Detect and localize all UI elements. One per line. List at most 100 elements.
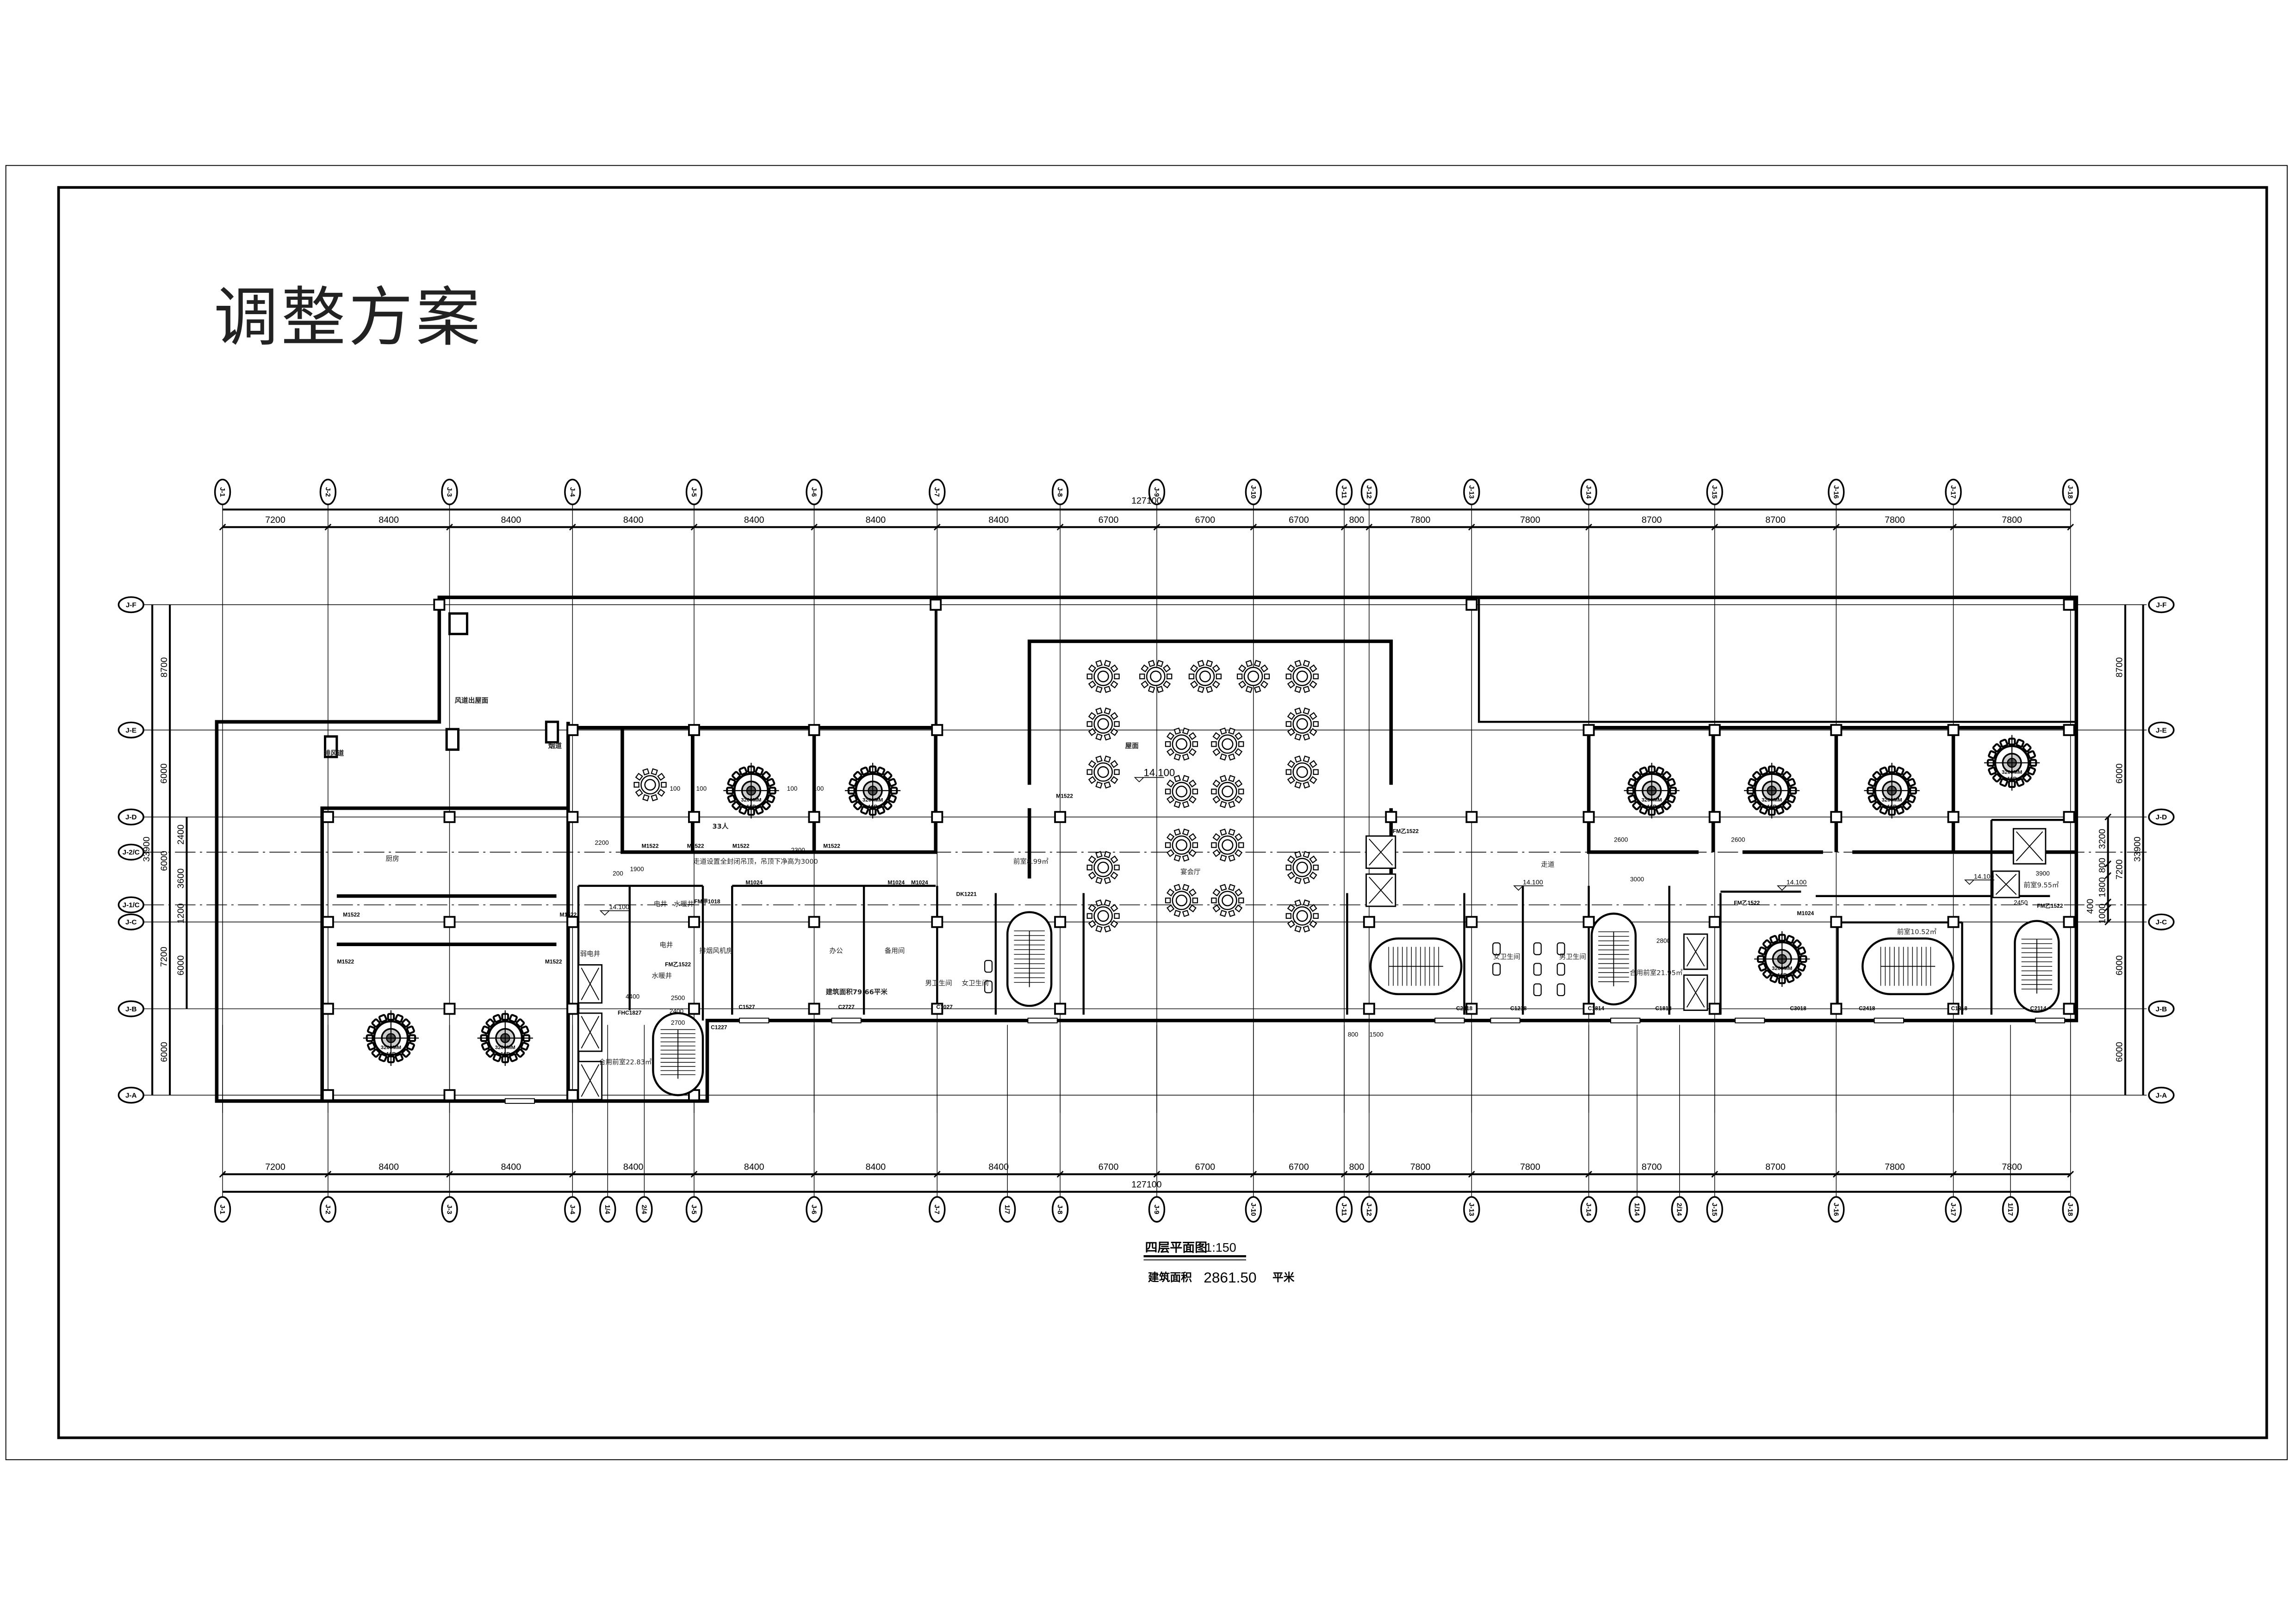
column — [1947, 724, 1960, 736]
chair — [1627, 778, 1637, 787]
chair — [1662, 771, 1672, 781]
plan-dimension-note: 100 — [813, 785, 824, 792]
chair — [1758, 962, 1767, 972]
chair — [727, 794, 736, 804]
axis-bubble-circle — [1706, 478, 1723, 505]
axis-label: J-A — [2156, 1092, 2167, 1100]
air-shaft — [323, 735, 338, 758]
axis-bubble: J-A — [2148, 1086, 2175, 1104]
axis-bubble: J-17 — [1945, 1196, 1962, 1223]
table-top — [1093, 906, 1113, 926]
axis-bubble: J-14 — [1580, 478, 1597, 505]
plan-dimension-note: 3000 — [1630, 876, 1644, 883]
table-size-label: 3200MM — [2002, 770, 2022, 775]
round-table-10-seat — [1086, 707, 1120, 741]
area-unit: 平米 — [1272, 1271, 1295, 1284]
axis-bubble-circle — [2148, 1000, 2175, 1017]
table-lazy-susan — [1296, 766, 1308, 778]
axis-label: J-10 — [1249, 1202, 1257, 1216]
axis-bubble: J-2/C — [118, 843, 144, 861]
window — [1434, 1017, 1465, 1023]
axis-label: J-B — [125, 1005, 137, 1013]
door-window-tag: M1024 — [887, 879, 905, 886]
chair — [1787, 794, 1796, 804]
toilet-fixture — [1533, 942, 1542, 955]
door-window-tag: M1522 — [559, 911, 577, 918]
plan-dimension-note: 4400 — [626, 993, 640, 1000]
dimension-segment-bottom: 8400 — [379, 1162, 399, 1172]
axis-bubble: J-18 — [2062, 478, 2079, 505]
chair — [1212, 748, 1221, 756]
chair — [1173, 801, 1181, 808]
chair — [1139, 673, 1145, 680]
left-wing-walls — [320, 722, 570, 1101]
chair — [1235, 748, 1243, 756]
dimension-tick — [1468, 523, 1475, 531]
column — [433, 599, 446, 611]
chair — [1782, 801, 1792, 811]
door-window-tag: C2418 — [1456, 1005, 1473, 1012]
chair — [1303, 781, 1310, 789]
table-top — [1172, 734, 1191, 754]
axis-label: 1/17 — [2006, 1203, 2014, 1216]
table-lazy-susan — [1097, 861, 1109, 873]
chair — [1228, 775, 1235, 782]
dimension-tick — [446, 523, 453, 531]
chair — [1095, 925, 1103, 933]
axis-bubble-circle — [1148, 1196, 1166, 1223]
axis-bubble-circle — [118, 1000, 144, 1017]
round-table-10-seat — [1165, 775, 1198, 808]
axis-bubble-circle — [441, 1196, 458, 1223]
axis-bubble-circle — [685, 1196, 703, 1223]
outer-sheet-border — [5, 165, 2288, 1461]
chair — [1212, 664, 1220, 673]
column — [2063, 916, 2075, 928]
chair — [1238, 788, 1244, 794]
chair — [1095, 660, 1103, 667]
chair — [1228, 828, 1235, 836]
chair — [1086, 864, 1092, 871]
elevator-cross-icon — [1995, 873, 2017, 895]
axis-bubble: J-16 — [1828, 1196, 1845, 1223]
axis-bubble-circle — [1828, 1196, 1845, 1223]
table-seats-label: 16P — [1647, 804, 1657, 810]
chair — [1787, 778, 1796, 787]
axis-bubble: J-1/C — [118, 896, 144, 913]
chair — [1303, 899, 1310, 907]
axis-bubble-circle — [118, 721, 144, 739]
axis-bubble-circle — [806, 1196, 823, 1223]
room-label: 厨房 — [386, 855, 399, 863]
axis-label: J-17 — [1949, 485, 1956, 499]
dimension-segment-top: 8400 — [866, 515, 886, 525]
chair — [1167, 779, 1175, 788]
axis-label: J-9 — [1153, 1204, 1160, 1214]
chair — [887, 794, 897, 804]
chair — [1205, 686, 1213, 693]
chair — [1110, 904, 1118, 912]
axis-bubble-circle — [564, 478, 581, 505]
chair — [1752, 801, 1762, 811]
axis-bubble-circle — [1335, 1196, 1353, 1223]
table-centerline — [1984, 735, 2040, 791]
axis-bubble: J-D — [118, 808, 144, 826]
axis-label: J-15 — [1711, 485, 1718, 499]
room-labels: 屋面宴会厅厨房风道出屋面排风道烟道33人走道设置全封闭吊顶，吊顶下净高为3000… — [324, 696, 2063, 1066]
chair — [1173, 854, 1181, 862]
chair — [1114, 769, 1120, 775]
chair — [1786, 974, 1795, 983]
axis-bubble-circle — [2062, 478, 2079, 505]
column — [1465, 811, 1478, 823]
plan-name: 四层平面图 — [1145, 1241, 1207, 1255]
chair — [766, 794, 776, 804]
axis-bubble: J-18 — [2062, 1196, 2079, 1223]
axis-label: 1/7 — [1003, 1205, 1011, 1214]
door-window-tag: C3018 — [1790, 1005, 1806, 1012]
chair — [1188, 673, 1195, 680]
chair — [1148, 686, 1155, 693]
axis-label: J-16 — [1832, 485, 1839, 499]
chair — [1182, 854, 1190, 862]
elevator-cross-icon — [581, 1064, 600, 1097]
plan-dimension-note: 3900 — [2035, 870, 2050, 877]
round-table-10-seat — [633, 768, 667, 802]
